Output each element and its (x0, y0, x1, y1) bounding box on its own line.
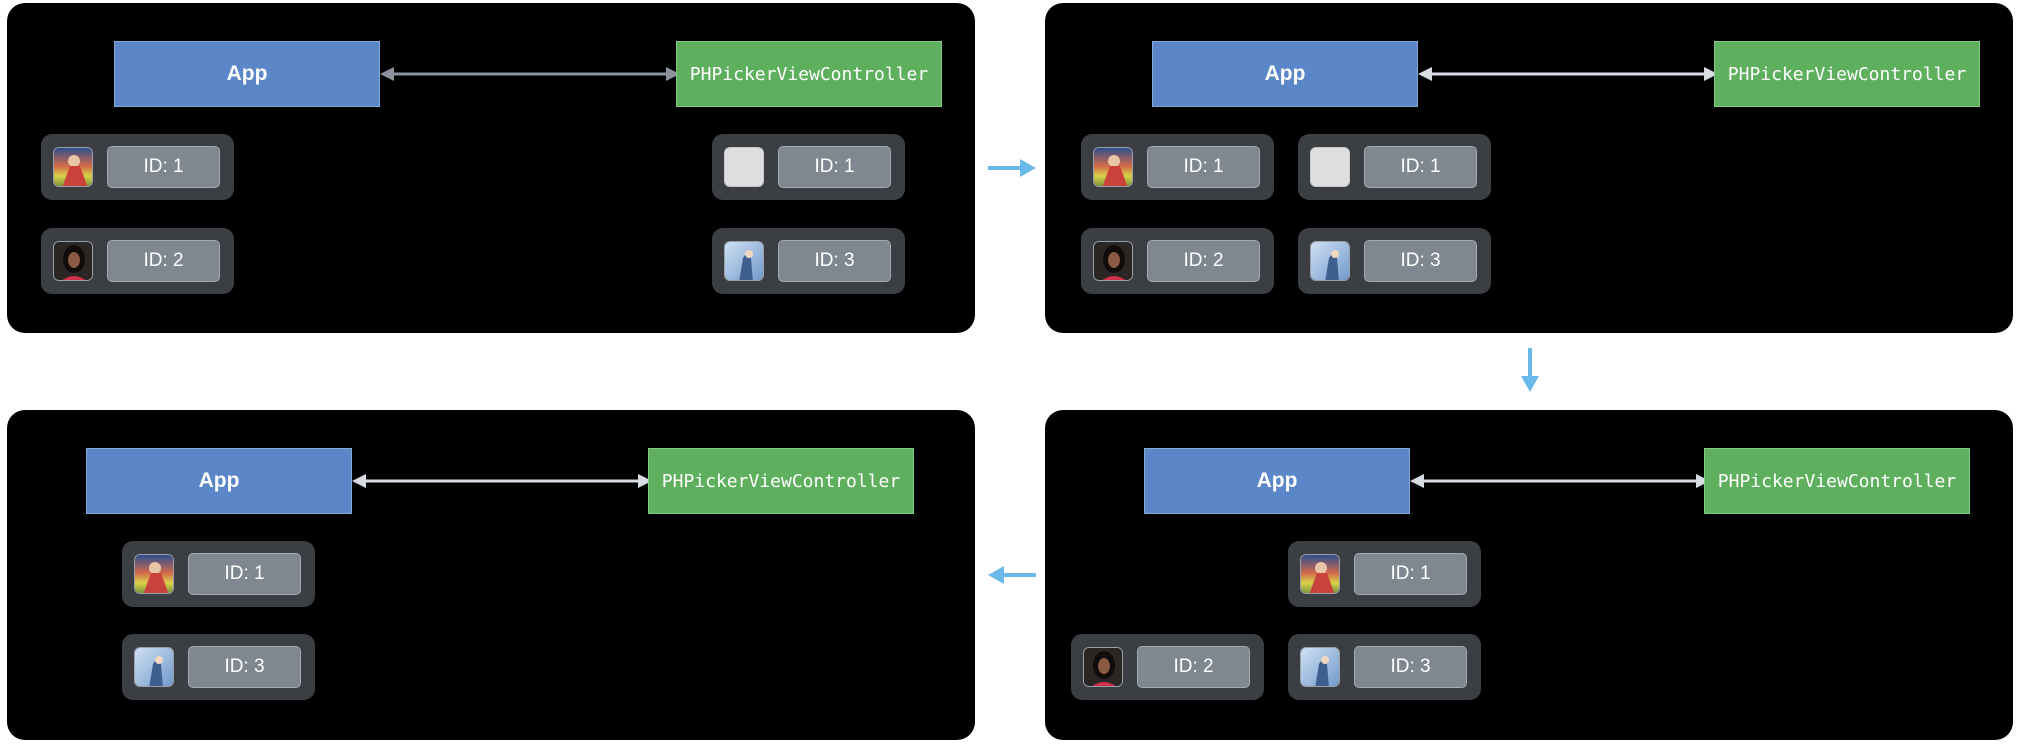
id-label: ID: 2 (1147, 240, 1260, 282)
picker-label: PHPickerViewController (661, 470, 901, 492)
picker-label: PHPickerViewController (689, 63, 929, 85)
flow-arrow-right (988, 159, 1036, 177)
diagram-panel-merged: App PHPickerViewController ID: 1 ID: 2 I… (1045, 3, 2013, 333)
selection-item: ID: 2 (1071, 634, 1264, 700)
painted-artwork-photo-icon (1093, 147, 1133, 187)
sky-hand-photo-icon (1300, 647, 1340, 687)
selection-item: ID: 3 (122, 634, 315, 700)
diagram-panel-resolved: App PHPickerViewController ID: 1 ID: 2 I… (1045, 410, 2013, 740)
id-label: ID: 1 (188, 553, 301, 595)
id-label: ID: 3 (1354, 646, 1467, 688)
app-box: App (114, 41, 380, 107)
empty-placeholder-icon (1310, 147, 1350, 187)
picker-label: PHPickerViewController (1717, 470, 1957, 492)
selection-item: ID: 3 (712, 228, 905, 294)
id-label: ID: 3 (1364, 240, 1477, 282)
app-label: App (1256, 469, 1298, 492)
selection-item: ID: 1 (712, 134, 905, 200)
app-label: App (1264, 62, 1306, 85)
portrait-photo-icon (1093, 241, 1133, 281)
sky-hand-photo-icon (724, 241, 764, 281)
sky-hand-photo-icon (1310, 241, 1350, 281)
id-label: ID: 1 (778, 146, 891, 188)
diagram-panel-initial: App PHPickerViewController ID: 1 ID: 2 I… (7, 3, 975, 333)
id-label: ID: 2 (1137, 646, 1250, 688)
app-label: App (226, 62, 268, 85)
portrait-photo-icon (1083, 647, 1123, 687)
picker-box: PHPickerViewController (1714, 41, 1980, 107)
id-label: ID: 3 (188, 646, 301, 688)
selection-item: ID: 1 (1298, 134, 1491, 200)
selection-item: ID: 1 (122, 541, 315, 607)
bidirectional-arrow (352, 474, 652, 488)
id-label: ID: 1 (1364, 146, 1477, 188)
selection-item: ID: 3 (1298, 228, 1491, 294)
picker-box: PHPickerViewController (648, 448, 914, 514)
id-label: ID: 3 (778, 240, 891, 282)
selection-item: ID: 3 (1288, 634, 1481, 700)
sky-hand-photo-icon (134, 647, 174, 687)
picker-label: PHPickerViewController (1727, 63, 1967, 85)
painted-artwork-photo-icon (1300, 554, 1340, 594)
id-label: ID: 1 (1354, 553, 1467, 595)
selection-item: ID: 2 (41, 228, 234, 294)
id-label: ID: 2 (107, 240, 220, 282)
empty-placeholder-icon (724, 147, 764, 187)
painted-artwork-photo-icon (134, 554, 174, 594)
flow-arrow-down (1521, 348, 1539, 392)
painted-artwork-photo-icon (53, 147, 93, 187)
app-box: App (1152, 41, 1418, 107)
portrait-photo-icon (53, 241, 93, 281)
id-label: ID: 1 (1147, 146, 1260, 188)
picker-box: PHPickerViewController (676, 41, 942, 107)
bidirectional-arrow (1410, 474, 1710, 488)
bidirectional-arrow (380, 67, 680, 81)
selection-item: ID: 2 (1081, 228, 1274, 294)
flow-arrow-left (988, 566, 1036, 584)
selection-item: ID: 1 (1081, 134, 1274, 200)
app-box: App (1144, 448, 1410, 514)
id-label: ID: 1 (107, 146, 220, 188)
diagram-panel-final: App PHPickerViewController ID: 1 ID: 3 (7, 410, 975, 740)
bidirectional-arrow (1418, 67, 1718, 81)
selection-item: ID: 1 (41, 134, 234, 200)
selection-item: ID: 1 (1288, 541, 1481, 607)
app-box: App (86, 448, 352, 514)
picker-box: PHPickerViewController (1704, 448, 1970, 514)
app-label: App (198, 469, 240, 492)
